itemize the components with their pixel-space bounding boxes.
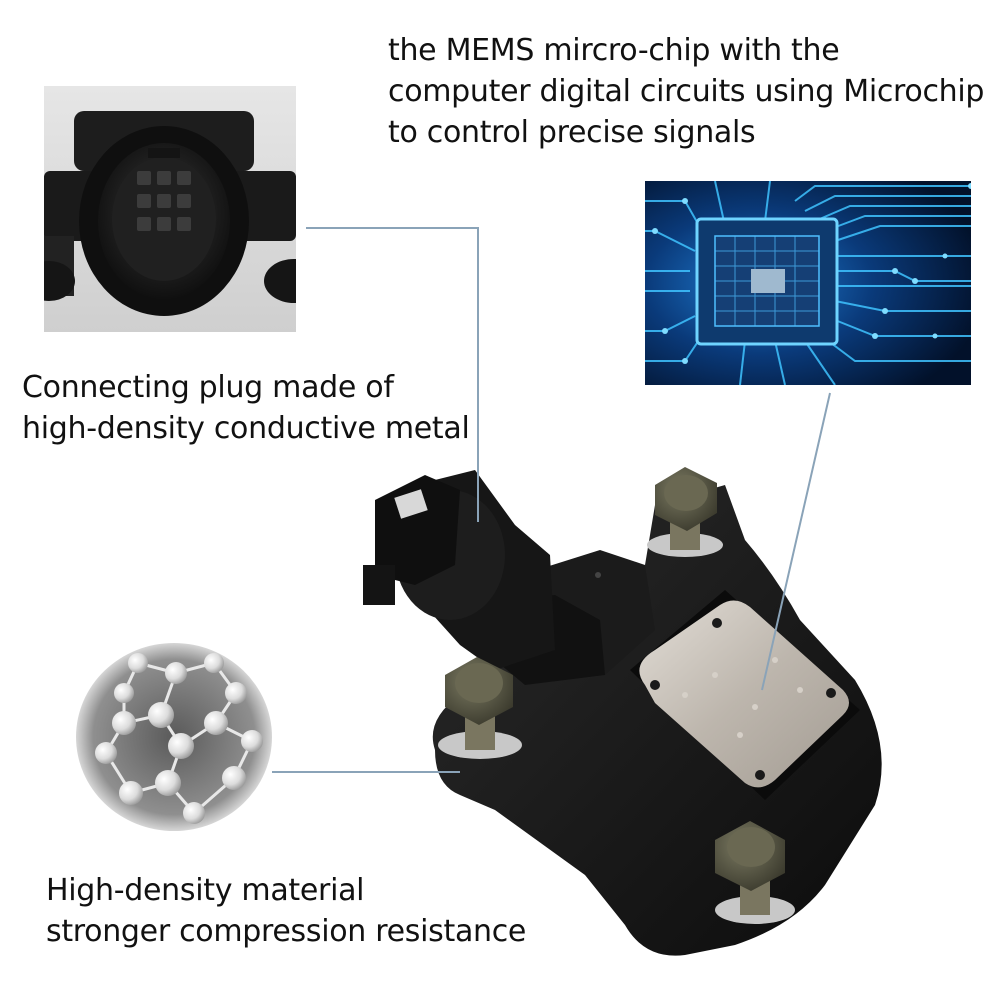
hex-bolt-icon (438, 657, 522, 759)
plug-caption: Connecting plug made of high-density con… (22, 367, 470, 449)
molecule-photo (76, 643, 272, 831)
material-caption: High-density material stronger compressi… (46, 870, 526, 952)
plug-caption-line-1: Connecting plug made of (22, 370, 394, 405)
hex-bolt-icon (647, 467, 723, 557)
sensor-product-image (363, 467, 882, 956)
graphene-lattice-icon (76, 643, 272, 831)
material-caption-line-2: stronger compression resistance (46, 914, 527, 949)
material-caption-line-1: High-density material (46, 873, 365, 908)
chip-caption-line-3: to control precise signals (388, 115, 756, 150)
hex-bolt-icon (715, 821, 795, 924)
microchip-circuit-icon (645, 181, 971, 385)
plug-caption-line-2: high-density conductive metal (22, 411, 470, 446)
connector-photo (44, 86, 296, 332)
chip-caption: the MEMS mircro-chip with the computer d… (388, 30, 984, 153)
circuit-photo (645, 181, 971, 385)
connector-plug-icon (44, 86, 296, 332)
chip-caption-line-1: the MEMS mircro-chip with the (388, 33, 840, 68)
chip-caption-line-2: computer digital circuits using Microchi… (388, 74, 985, 109)
